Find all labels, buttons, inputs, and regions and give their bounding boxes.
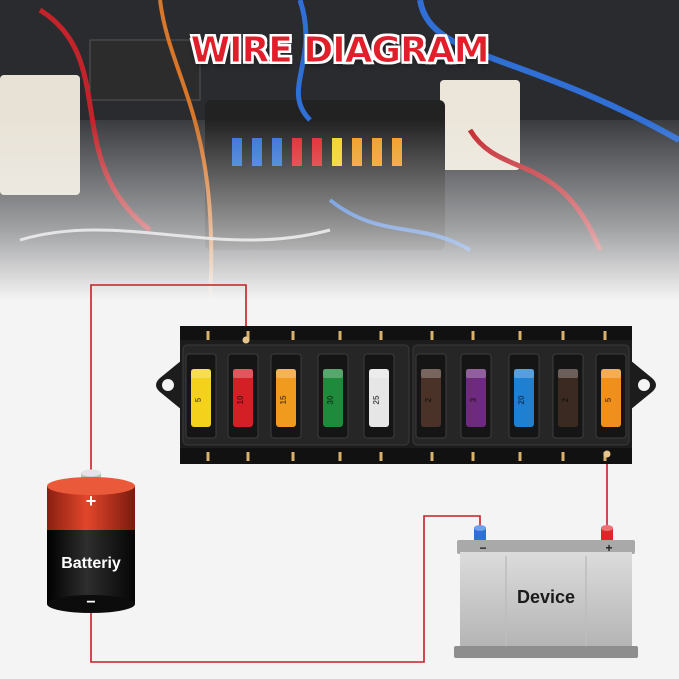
wire-battery-negative-to-device — [90, 515, 481, 663]
battery-positive-symbol: + — [86, 491, 97, 511]
fuse-rating: 20 — [517, 395, 526, 404]
fuse-rating: 10 — [236, 395, 245, 404]
blade-fuse — [514, 369, 534, 427]
blade-fuse-cap — [601, 369, 621, 378]
blade-fuse-cap — [233, 369, 253, 378]
terminal-pin — [338, 331, 342, 340]
terminal-pin — [430, 452, 434, 461]
blade-fuse-cap — [191, 369, 211, 378]
fuse-rating: 2 — [561, 397, 570, 402]
blade-fuse — [466, 369, 486, 427]
fuse-rating: 3 — [469, 397, 478, 402]
blade-fuse — [233, 369, 253, 427]
blade-fuse — [421, 369, 441, 427]
terminal-pin — [379, 331, 383, 340]
device-label: Device — [517, 587, 575, 607]
blade-fuse-cap — [466, 369, 486, 378]
blade-fuse-cap — [323, 369, 343, 378]
fuse-rating: 15 — [279, 395, 288, 404]
blade-fuse — [191, 369, 211, 427]
fuse-rating: 25 — [372, 395, 381, 404]
device-positive-symbol: + — [605, 541, 612, 555]
terminal-pin — [338, 452, 342, 461]
battery-negative-symbol: − — [86, 594, 95, 611]
terminal-pin — [206, 331, 210, 340]
battery: + Batteriy − — [47, 469, 135, 613]
blade-fuse-cap — [514, 369, 534, 378]
terminal-pin — [518, 331, 522, 340]
diagram-title: WIRE DIAGRAM — [190, 30, 490, 72]
fuse-rating: 5 — [194, 397, 203, 402]
blade-fuse-cap — [558, 369, 578, 378]
fuse-rating: 30 — [326, 395, 335, 404]
blade-fuse — [276, 369, 296, 427]
terminal-pin — [471, 452, 475, 461]
blade-fuse — [323, 369, 343, 427]
terminal-pin — [246, 452, 250, 461]
terminal-pin — [471, 331, 475, 340]
terminal-pin — [246, 331, 250, 340]
terminal-pin — [518, 452, 522, 461]
blade-fuse-cap — [276, 369, 296, 378]
engine-bay-photo — [0, 0, 679, 300]
terminal-pin — [561, 331, 565, 340]
blade-fuse — [558, 369, 578, 427]
fuse-rating: 5 — [604, 397, 613, 402]
blade-fuse — [601, 369, 621, 427]
device-negative-symbol: − — [479, 541, 486, 555]
terminal-pin — [561, 452, 565, 461]
terminal-pin — [206, 452, 210, 461]
blade-fuse-cap — [421, 369, 441, 378]
battery-label: Batteriy — [61, 555, 121, 572]
terminal-pin — [379, 452, 383, 461]
fuse-rating: 2 — [424, 397, 433, 402]
wire-battery-positive-to-fuse-block — [90, 284, 247, 478]
terminal-pin — [430, 331, 434, 340]
terminal-pin — [291, 331, 295, 340]
device: − + Device — [454, 525, 638, 658]
blade-fuse-cap — [369, 369, 389, 378]
terminal-pin — [291, 452, 295, 461]
blade-fuse — [369, 369, 389, 427]
terminal-pin — [603, 331, 607, 340]
